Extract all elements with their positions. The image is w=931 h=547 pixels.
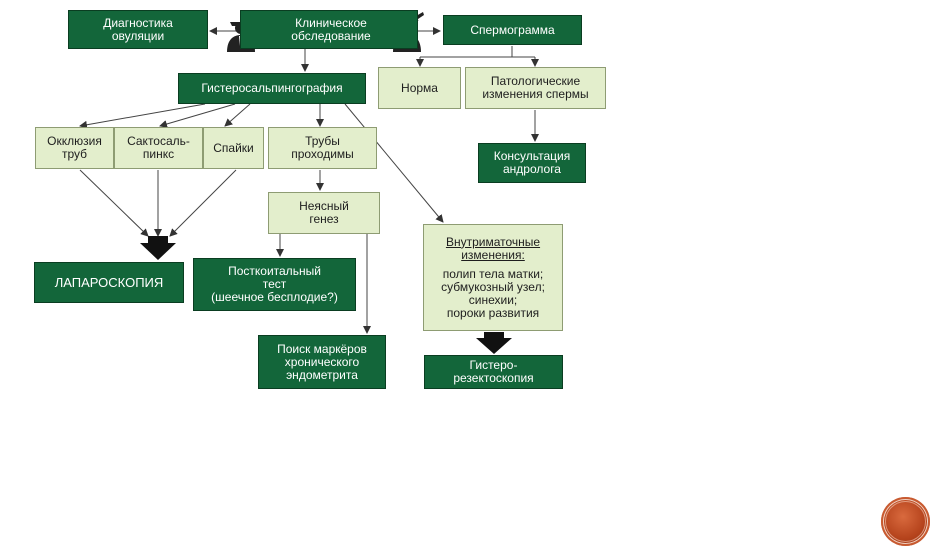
- node-label: Спайки: [213, 140, 254, 155]
- node-list-item: пороки развития: [446, 305, 540, 320]
- node-label: Неясный: [299, 199, 349, 213]
- node-label: генез: [309, 212, 339, 226]
- node-label: Сактосаль-: [127, 134, 190, 148]
- node-label: Гистеросальпингография: [201, 81, 343, 95]
- node-label: труб: [61, 147, 88, 161]
- node-laparoscopy: ЛАПАРОСКОПИЯ: [34, 262, 184, 303]
- node-label: хронического: [284, 354, 360, 369]
- node-clinical-exam: Клиническое обследование: [240, 10, 418, 49]
- node-label: Диагностика: [103, 15, 173, 30]
- node-label: (шеечное бесплодие?): [211, 290, 338, 304]
- node-ovulation-diagnostics: Диагностика овуляции: [68, 10, 208, 49]
- node-label: проходимы: [291, 147, 354, 161]
- node-list-item: субмукозный узел;: [441, 279, 545, 294]
- logo-badge-ring: [885, 501, 926, 542]
- node-list-item: синехии;: [468, 292, 518, 307]
- node-label: Клиническое: [295, 15, 367, 30]
- node-hysteroresectoscopy: Гистеро- резектоскопия: [424, 355, 563, 389]
- node-spermogram: Спермограмма: [443, 15, 582, 45]
- thick-arrow-laparoscopy: [140, 236, 176, 260]
- node-label: Патологические: [490, 74, 581, 88]
- node-label: обследование: [291, 28, 371, 43]
- node-label: изменения спермы: [482, 87, 589, 101]
- node-hysterosalpingography: Гистеросальпингография: [178, 73, 366, 104]
- thick-arrow-hysteroresectoscopy: [476, 332, 512, 354]
- node-label: Консультация: [493, 149, 571, 163]
- node-postcoital-test: Посткоитальный тест (шеечное бесплодие?): [193, 258, 356, 311]
- node-label: пинкс: [142, 147, 175, 161]
- node-label: Посткоитальный: [228, 264, 321, 278]
- node-label: Норма: [401, 80, 438, 95]
- node-andrologist-consultation: Консультация андролога: [478, 143, 586, 183]
- node-sactosalpinx: Сактосаль- пинкс: [114, 127, 203, 169]
- node-label: резектоскопия: [453, 371, 534, 385]
- node-label: эндометрита: [286, 367, 358, 382]
- node-label: Трубы: [305, 134, 340, 148]
- node-sperm-pathology: Патологические изменения спермы: [465, 67, 606, 109]
- node-list-item: полип тела матки;: [442, 266, 544, 281]
- node-label: Поиск маркёров: [277, 341, 367, 356]
- node-title: изменения:: [461, 247, 525, 262]
- node-label: Окклюзия: [47, 134, 102, 148]
- node-endometritis-markers: Поиск маркёров хронического эндометрита: [258, 335, 386, 389]
- node-tubes-patent: Трубы проходимы: [268, 127, 377, 169]
- node-label: овуляции: [111, 28, 165, 43]
- node-label: ЛАПАРОСКОПИЯ: [54, 275, 164, 290]
- node-label: андролога: [503, 162, 561, 176]
- node-title: Внутриматочные: [445, 234, 541, 249]
- node-label: Спермограмма: [470, 22, 555, 37]
- node-intrauterine-changes: Внутриматочные изменения: полип тела мат…: [423, 224, 563, 331]
- node-tube-occlusion: Окклюзия труб: [35, 127, 114, 169]
- node-label: тест: [262, 277, 287, 291]
- node-unclear-genesis: Неясный генез: [268, 192, 380, 234]
- node-adhesions: Спайки: [203, 127, 264, 169]
- node-norm: Норма: [378, 67, 461, 109]
- node-label: Гистеро-: [469, 358, 518, 372]
